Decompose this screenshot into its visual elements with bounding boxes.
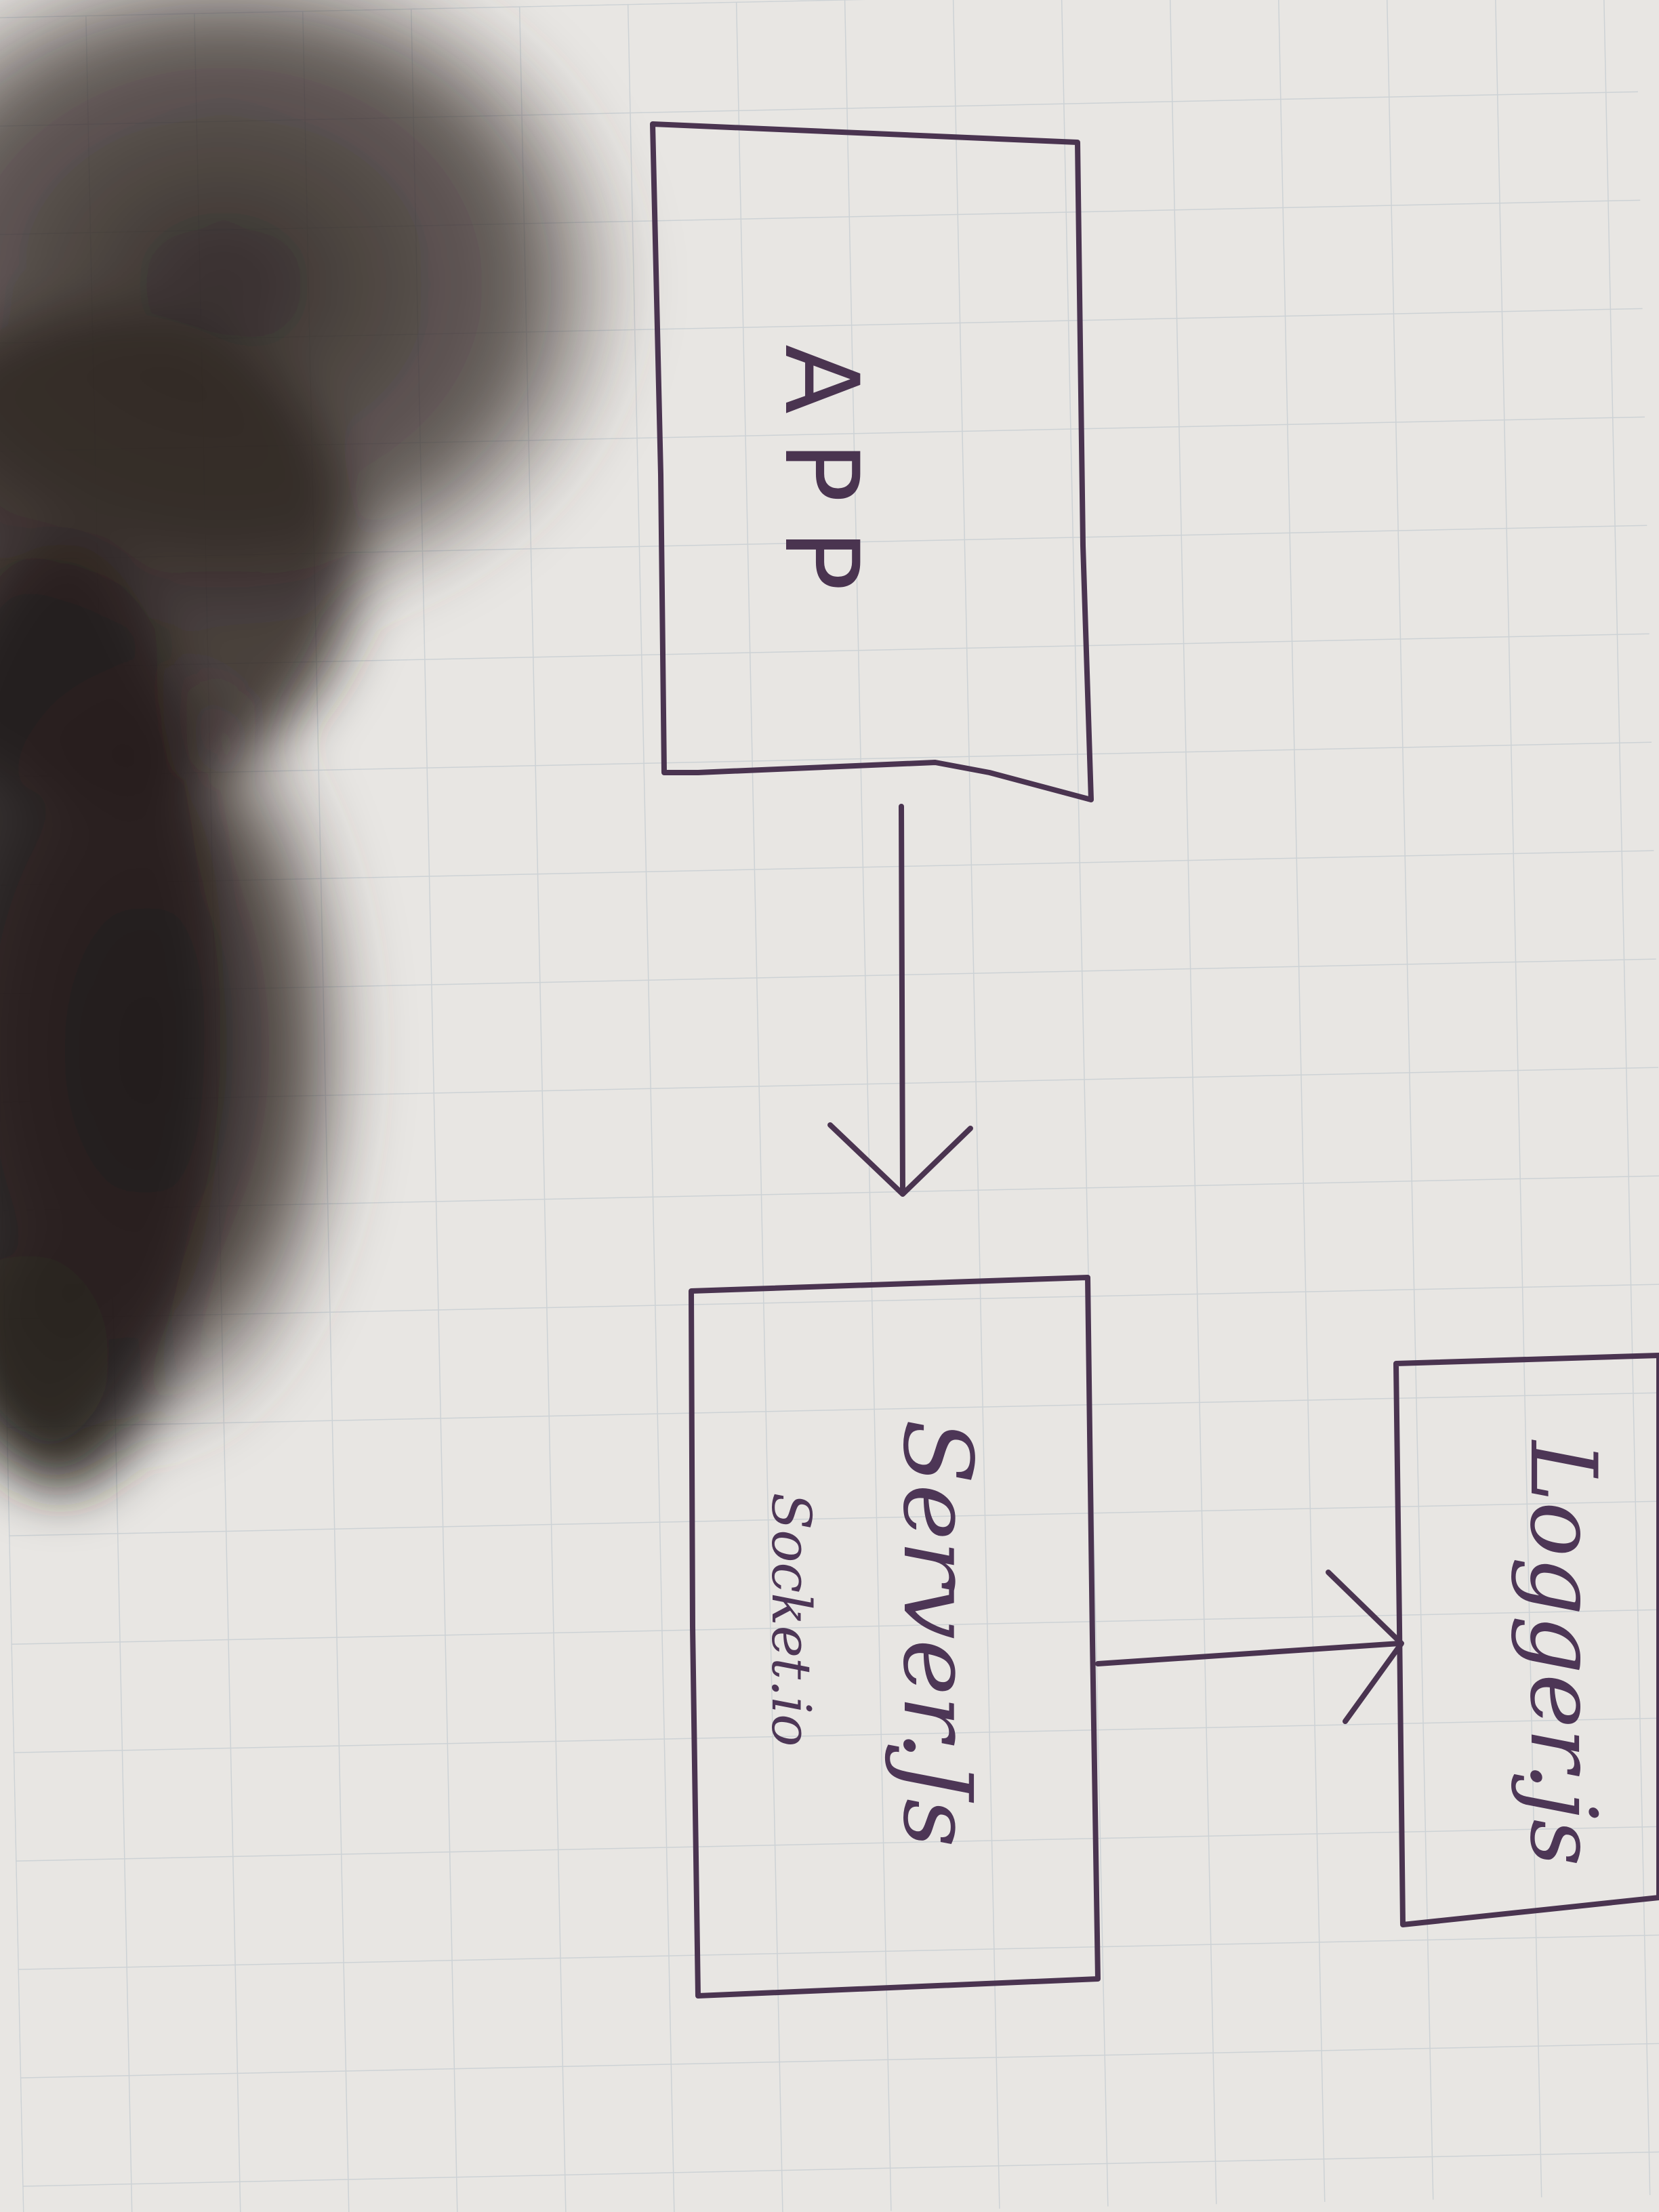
node-app-border — [650, 121, 1094, 802]
edge-app-server-line — [899, 804, 905, 1195]
node-app: APP — [650, 121, 1094, 802]
node-logger-label: Logger.js — [1510, 1439, 1616, 1866]
node-server-border — [689, 1275, 1101, 1999]
edge-app-server — [827, 804, 973, 1197]
node-server: Server.Js Socket.io — [689, 1275, 1101, 1999]
finger-shadow — [0, 0, 644, 1491]
node-server-sublabel: Socket.io — [760, 1493, 823, 1747]
node-server-label: Server.Js — [882, 1419, 992, 1847]
edge-server-logger-line — [1095, 1641, 1402, 1666]
node-app-label: APP — [762, 344, 880, 618]
node-logger-border — [1393, 1353, 1659, 1927]
node-logger: Logger.js — [1393, 1353, 1659, 1927]
edge-app-server-arrowhead — [827, 1122, 973, 1197]
